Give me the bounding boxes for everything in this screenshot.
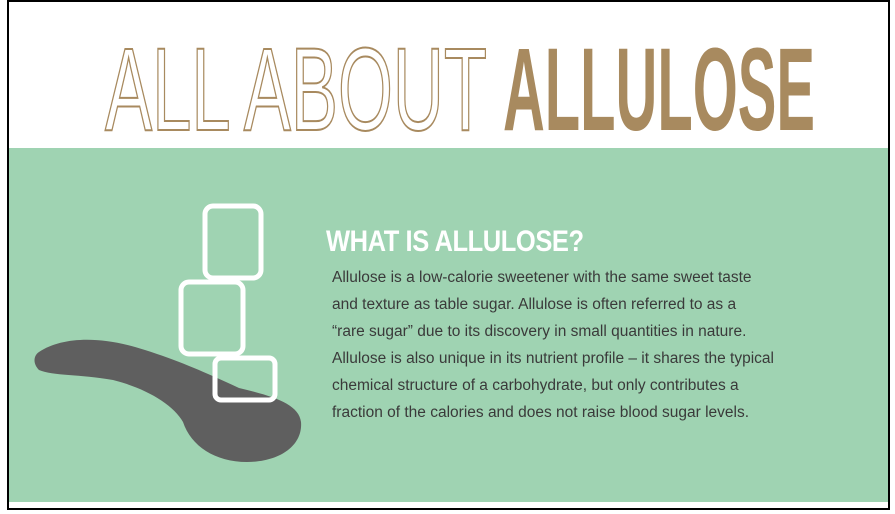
body-line: and texture as table sugar. Allulose is …	[332, 296, 737, 313]
sugar-cube-icon	[212, 355, 278, 403]
infographic-frame: ALL ABOUT ALLULOSE WHAT IS ALLULOSE? All…	[7, 0, 890, 510]
title-solid-text: ALLULOSE	[503, 24, 815, 148]
bottom-strip	[9, 502, 888, 508]
body-line: chemical structure of a carbohydrate, bu…	[332, 377, 739, 394]
body-line: fraction of the calories and does not ra…	[332, 404, 750, 421]
sugar-cube-icon	[178, 279, 246, 357]
body-line: “rare sugar” due to its discovery in sma…	[332, 323, 747, 340]
body-line: Allulose is also unique in its nutrient …	[332, 350, 774, 367]
body-line: Allulose is a low-calorie sweetener with…	[332, 269, 752, 286]
section-heading: WHAT IS ALLULOSE?	[326, 225, 584, 258]
title-outline-text: ALL ABOUT	[105, 24, 487, 148]
spoon-icon	[34, 339, 302, 462]
page-title: ALL ABOUT ALLULOSE	[104, 23, 815, 148]
sugar-cube-icon	[202, 203, 264, 281]
section-body: Allulose is a low-calorie sweetener with…	[332, 264, 832, 426]
title-banner: ALL ABOUT ALLULOSE	[9, 2, 888, 148]
info-panel	[9, 148, 888, 502]
sugar-spoon-illustration	[34, 203, 302, 462]
